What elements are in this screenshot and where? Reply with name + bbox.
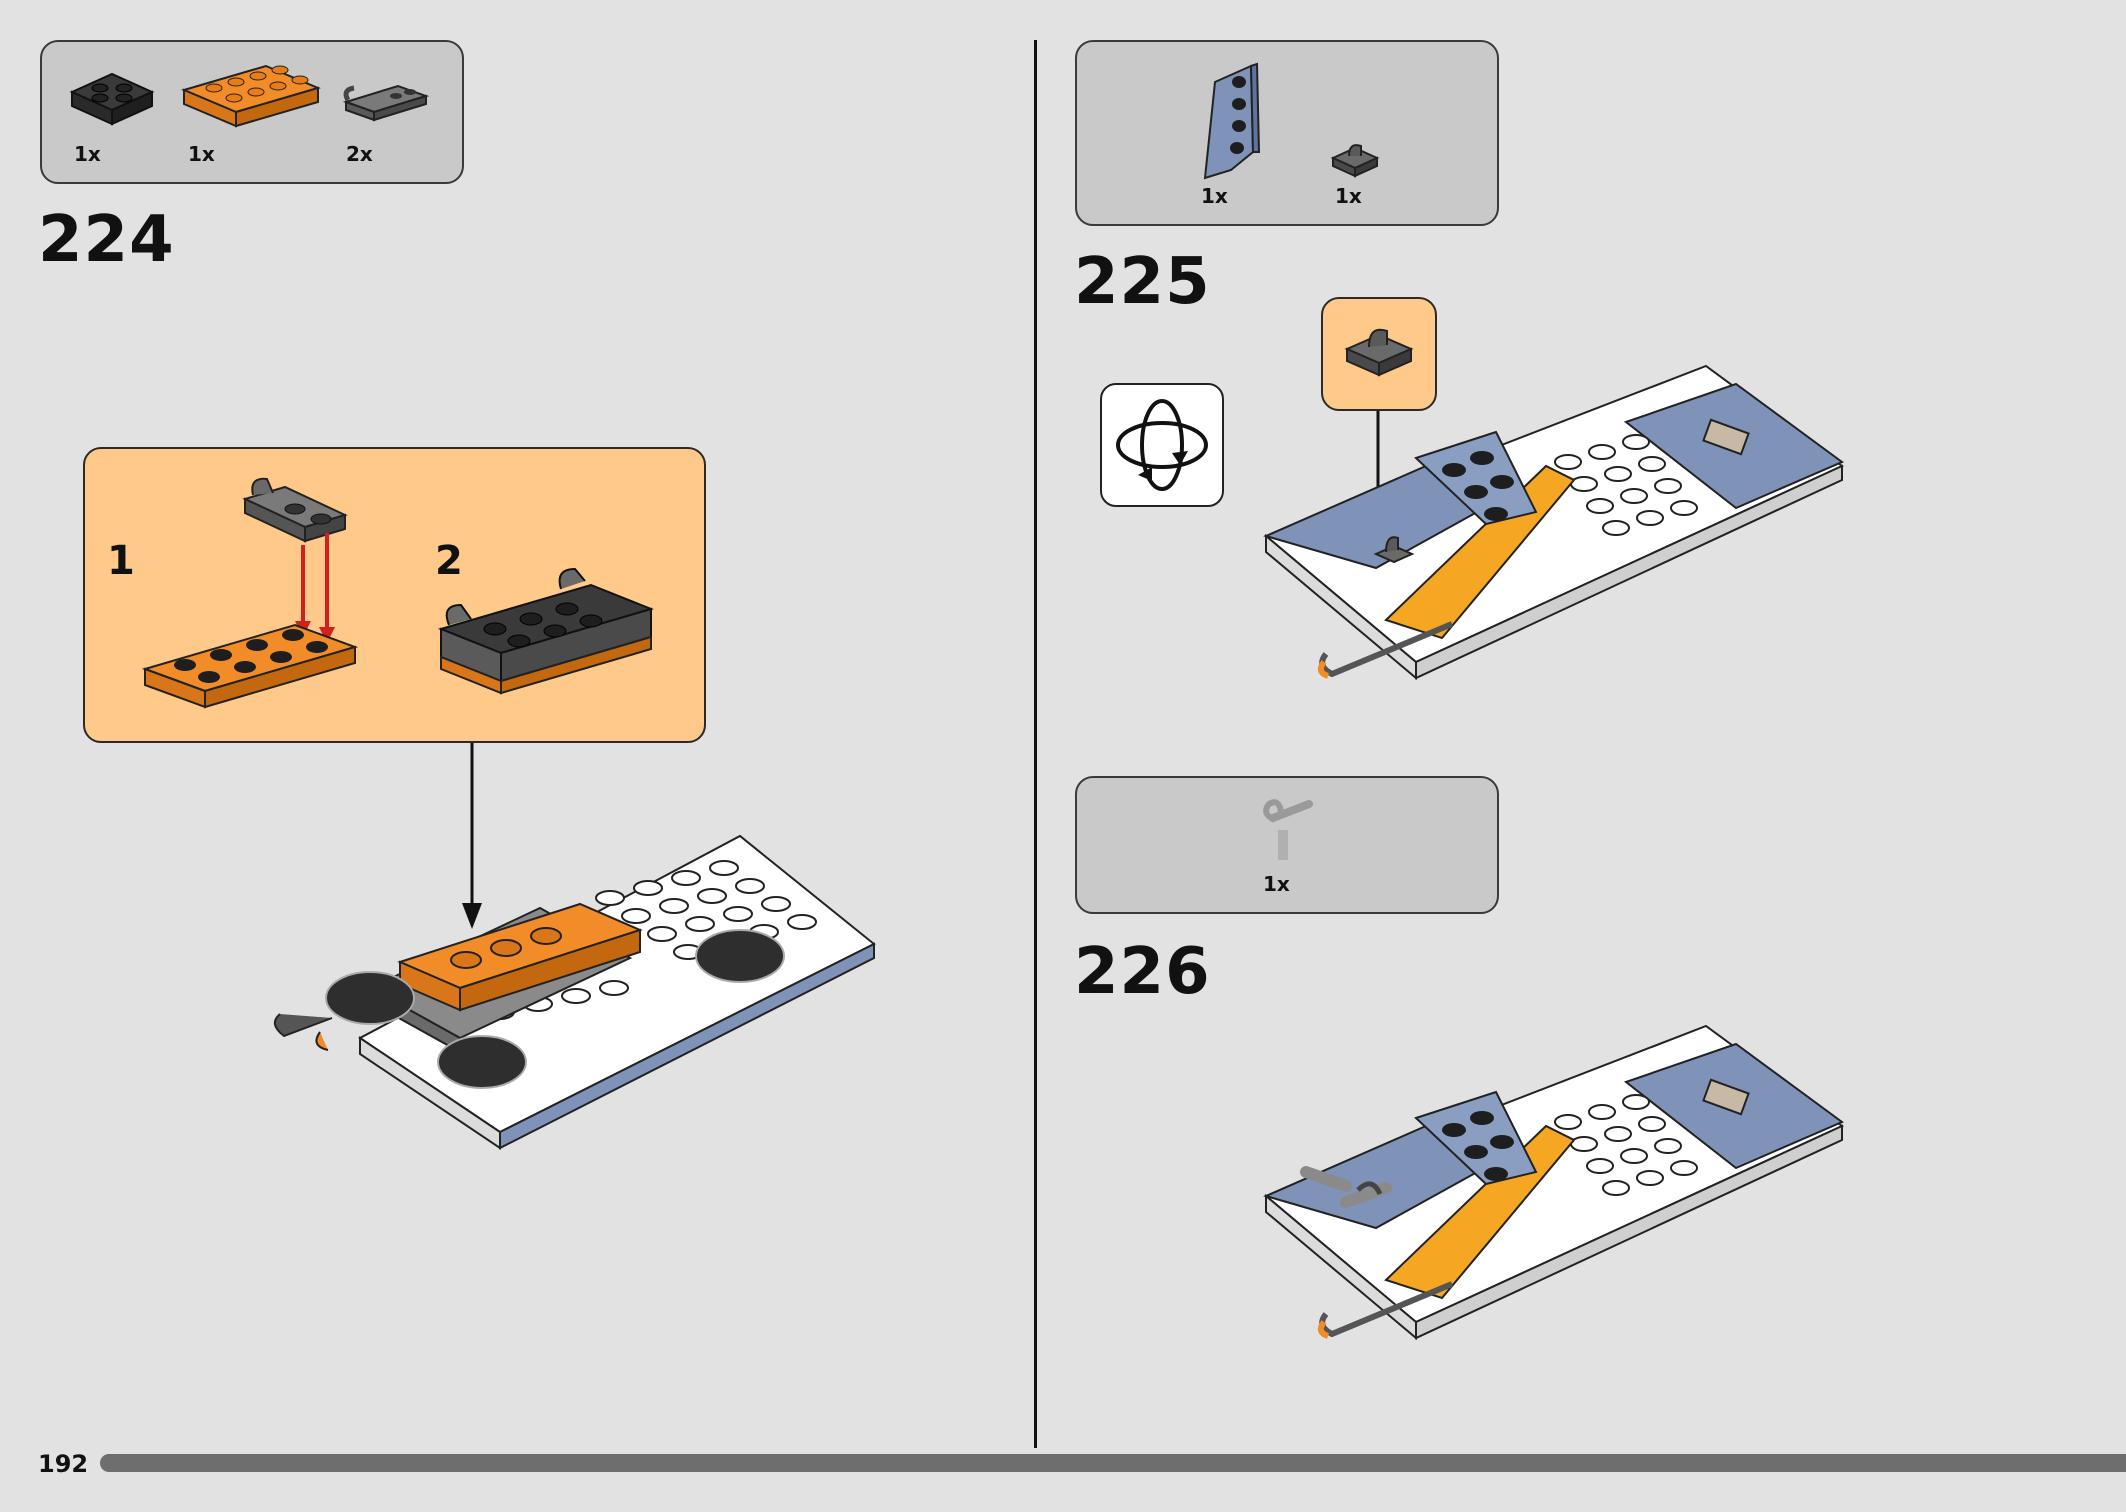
page-number: 192: [38, 1450, 89, 1478]
clip-tile-icon: [1330, 144, 1380, 178]
qty-label: 1x: [1263, 872, 1290, 896]
substep-number: 1: [107, 538, 135, 584]
clip-plate-assembly-2-icon: [437, 567, 655, 695]
rotate-model-icon: [1100, 383, 1224, 507]
qty-label: 2x: [346, 142, 373, 166]
model-step-224-icon: [273, 834, 876, 1150]
step-number: 224: [38, 203, 175, 277]
clip-plate-assembly-1-icon: [141, 477, 359, 709]
substep-number: 2: [435, 538, 463, 584]
step-number: 226: [1074, 935, 1211, 1009]
qty-label: 1x: [1201, 184, 1228, 208]
orange-2x4-plate-icon: [181, 64, 321, 128]
qty-label: 1x: [74, 142, 101, 166]
parts-list-step-226: 1x: [1075, 776, 1499, 914]
qty-label: 1x: [1335, 184, 1362, 208]
bar-handle-icon: [1263, 799, 1313, 860]
qty-label: 1x: [188, 142, 215, 166]
parts-list-step-224: 1x 1x 2x: [40, 40, 464, 184]
progress-bar: [100, 1454, 2126, 1472]
subassembly-callout: 1 2: [83, 447, 706, 743]
model-step-226-icon: [1263, 1024, 1844, 1341]
black-2x2-plate-icon: [69, 72, 155, 126]
step-number: 225: [1074, 245, 1211, 319]
clip-tile-icon: [1344, 328, 1414, 377]
parts-list-step-225: 1x 1x: [1075, 40, 1499, 226]
blue-wedge-plate-icon: [1203, 62, 1261, 180]
clip-placement-callout: [1321, 297, 1437, 411]
gray-clip-plate-icon: [342, 84, 430, 122]
page-divider: [1034, 40, 1037, 1448]
callout-arrow: [462, 743, 482, 929]
model-step-225-icon: [1263, 364, 1844, 681]
